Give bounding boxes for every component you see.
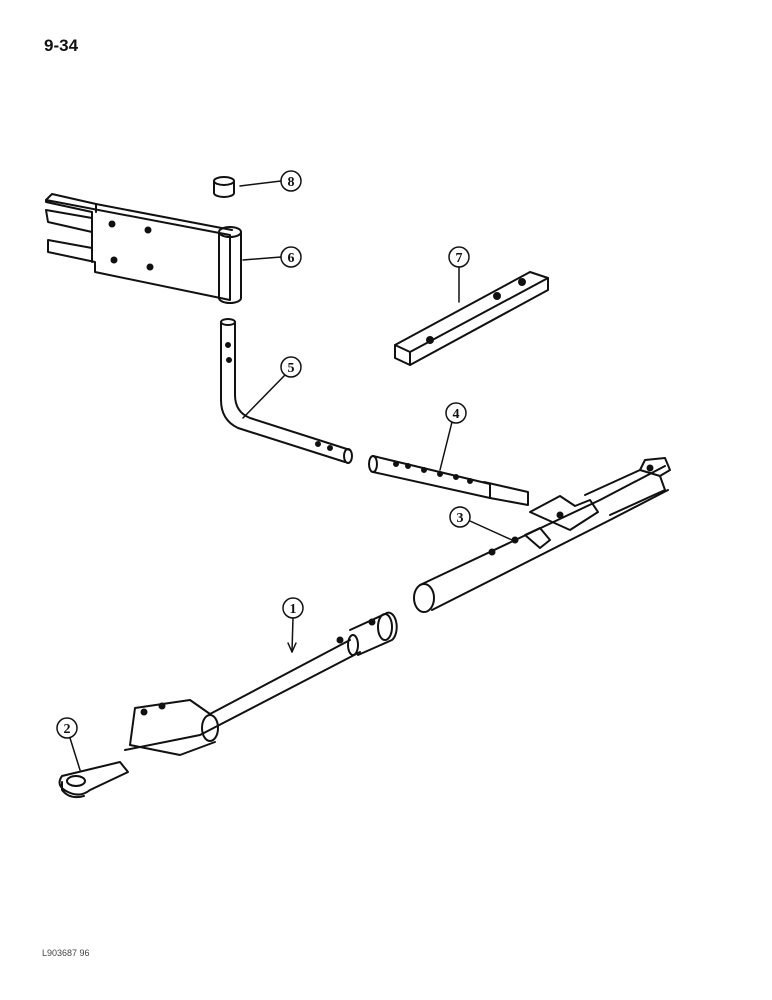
part-3-extension-tube	[413, 457, 671, 613]
page-number: 9-34	[44, 36, 79, 55]
svg-text:5: 5	[288, 361, 295, 376]
callout-8: 8	[239, 170, 302, 192]
svg-text:7: 7	[456, 251, 463, 266]
part-1-drawbar-tube	[124, 611, 398, 756]
callout-6: 6	[242, 246, 302, 268]
svg-text:1: 1	[290, 602, 297, 617]
part-6-clevis-plate	[45, 193, 242, 304]
callout-4: 4	[439, 402, 467, 471]
callout-7: 7	[448, 246, 470, 303]
figure-code: L903687 96	[42, 948, 90, 958]
callout-2: 2	[56, 717, 81, 771]
part-8-bushing	[213, 176, 235, 198]
callout-1: 1	[282, 597, 304, 653]
callout-5: 5	[242, 356, 302, 419]
part-7-flat-bar	[394, 271, 549, 366]
part-5-bent-rod	[220, 318, 353, 464]
svg-text:6: 6	[288, 251, 295, 266]
part-4-drawbar-extension	[368, 455, 529, 506]
svg-text:4: 4	[453, 407, 460, 422]
svg-text:2: 2	[64, 722, 71, 737]
svg-text:8: 8	[288, 175, 295, 190]
svg-text:3: 3	[457, 511, 464, 526]
part-2-hitch-clevis	[58, 761, 129, 799]
callout-3: 3	[449, 506, 513, 541]
